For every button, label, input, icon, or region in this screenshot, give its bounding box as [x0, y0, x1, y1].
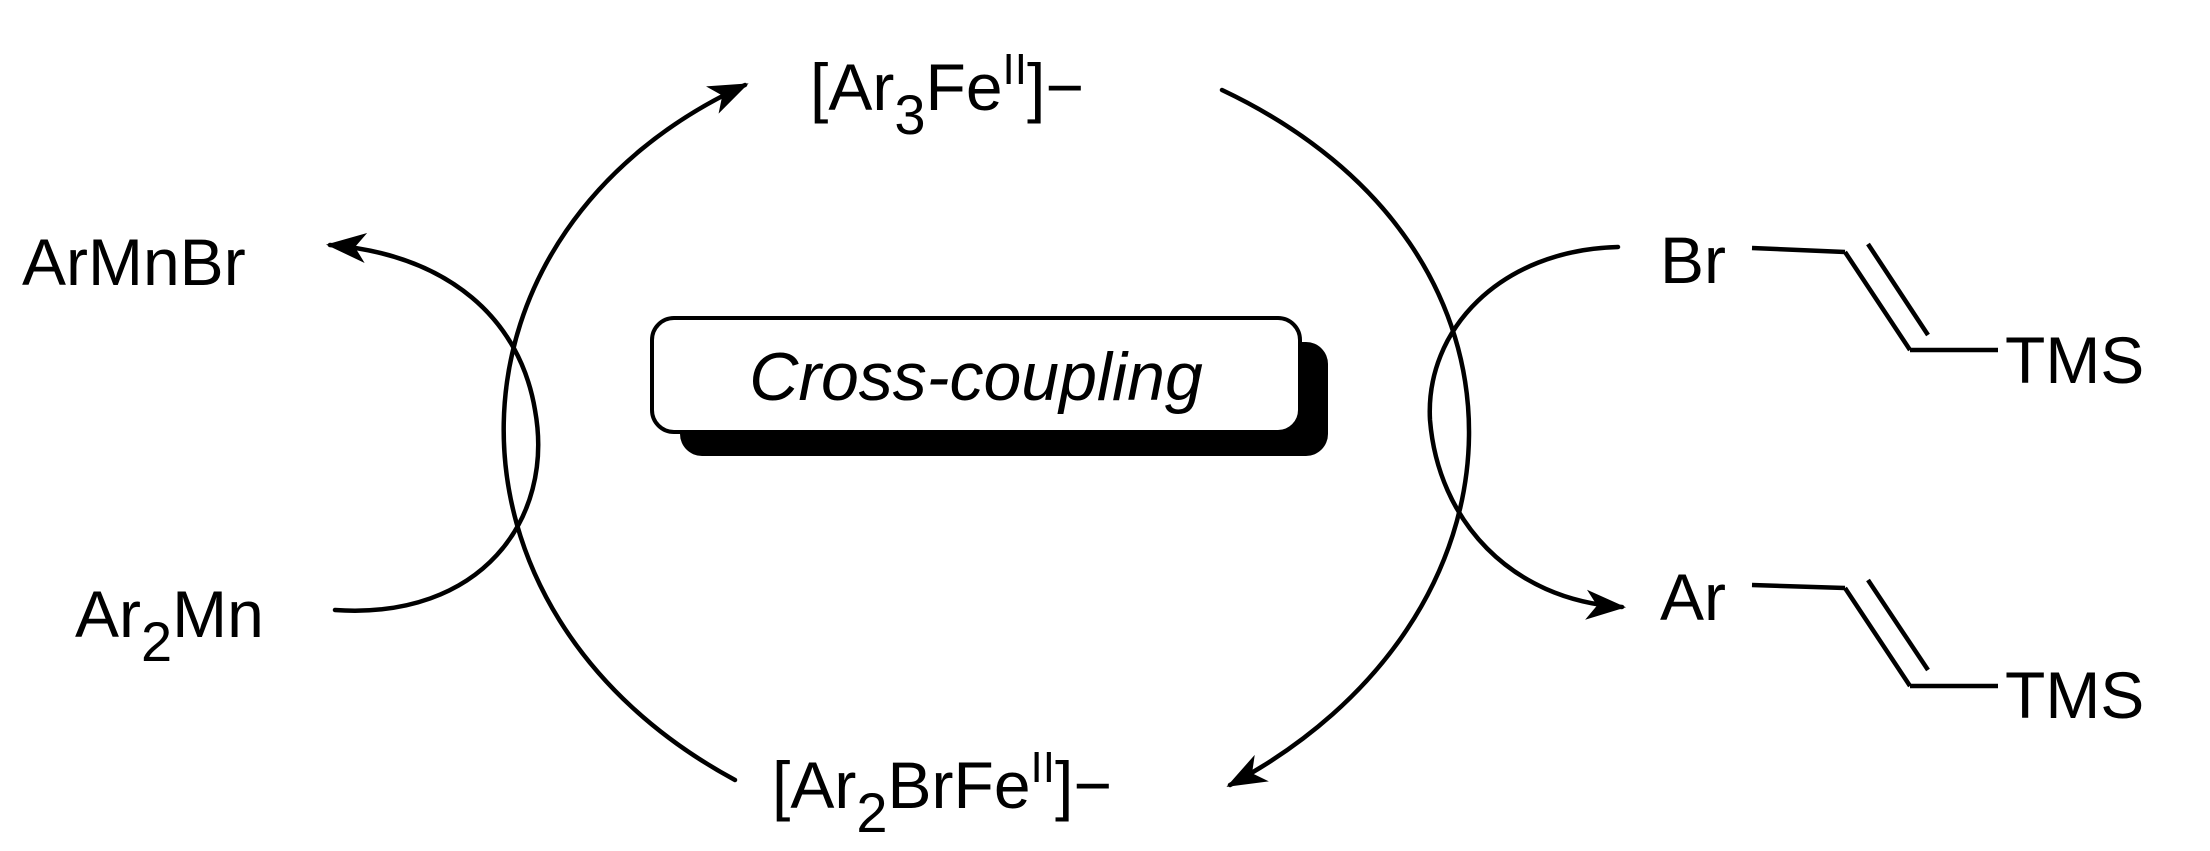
right-bottom-tms-label: TMS [2005, 658, 2144, 732]
bottom-species-label: [Ar2BrFeII]− [772, 743, 1112, 844]
right-bottom-group-label: Ar [1660, 560, 1726, 634]
right-top-tms-label: TMS [2005, 323, 2144, 397]
left-bottom-species-label: Ar2Mn [75, 577, 264, 673]
right-top-vinyl-bond [1751, 242, 1998, 353]
right-bottom-vinyl-bond [1751, 578, 1998, 689]
top-species-label: [Ar3FeII]− [810, 45, 1084, 146]
right-coupling-arrow [1427, 244, 1626, 620]
right-top-group-label: Br [1660, 223, 1726, 297]
cross-coupling-label: Cross-coupling [749, 339, 1203, 415]
cross-coupling-box-frame [650, 316, 1302, 434]
cycle-left-arc-arrow [501, 82, 749, 783]
left-top-species-label: ArMnBr [22, 225, 246, 299]
left-transmetalation-arrow [326, 233, 541, 613]
cycle-right-arc-arrow [1219, 87, 1472, 788]
cross-coupling-box: Cross-coupling [650, 316, 1328, 456]
